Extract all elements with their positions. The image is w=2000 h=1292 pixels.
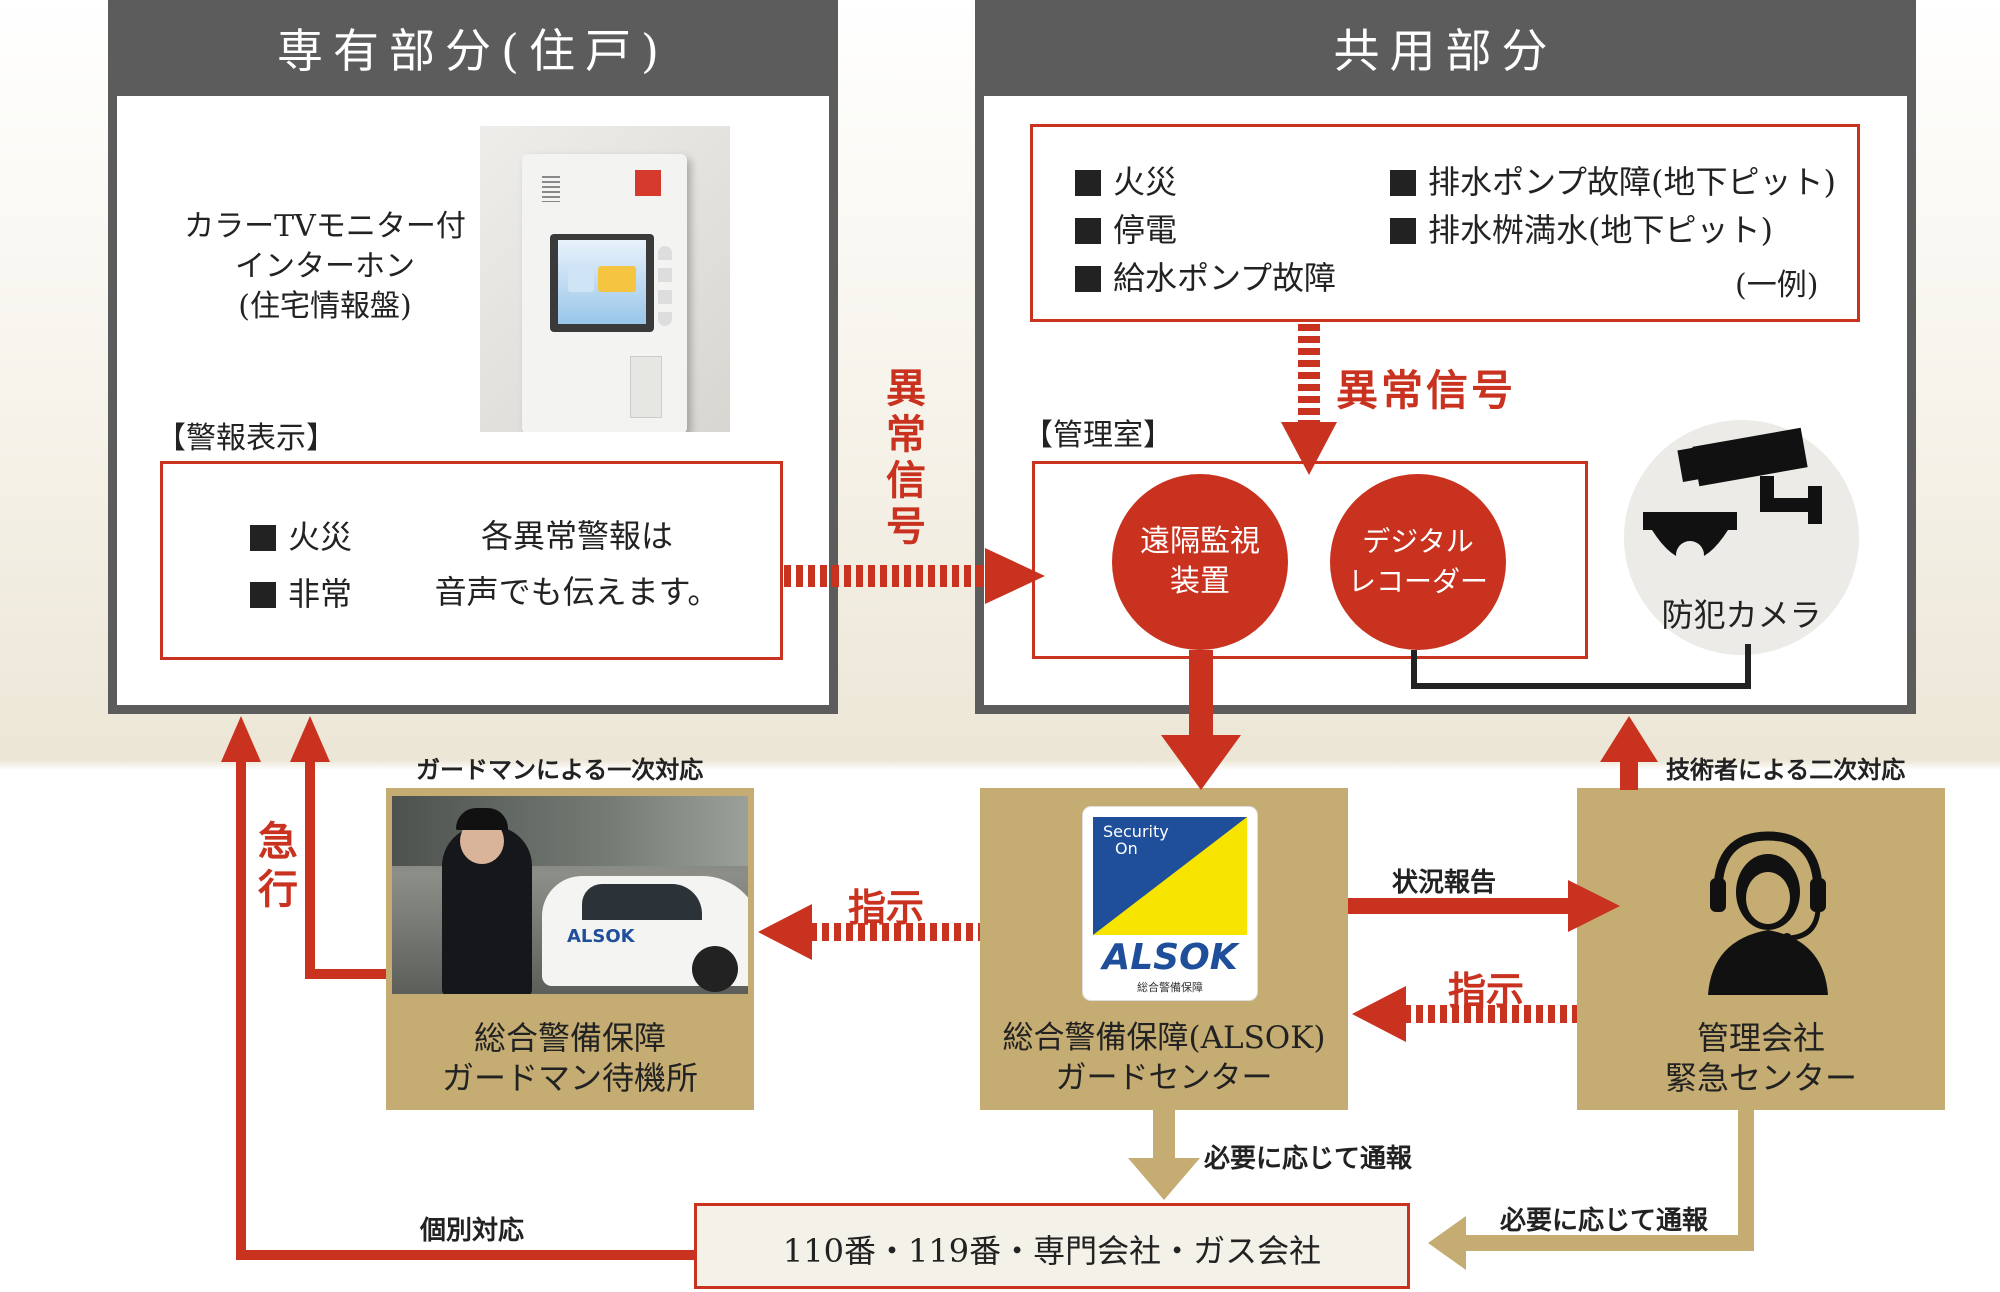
notify-label-mgmt: 必要に応じて通報	[1500, 1206, 1709, 1236]
alarm-display-box	[160, 461, 783, 660]
arrow-mgmt-to-common	[1600, 716, 1658, 790]
digital-recorder: デジタルレコーダー	[1330, 474, 1506, 650]
sticker-security-text: Security	[1103, 822, 1169, 841]
guard-center-name: 総合警備保障(ALSOK)ガードセンター	[1002, 1020, 1326, 1096]
abnormal-signal-vertical-label: 異常 信号	[886, 365, 926, 550]
arrow-mgmt-to-services	[1428, 1110, 1754, 1270]
express-vertical-label: 急行	[258, 818, 298, 913]
security-on-sticker: Security On ALSOK 総合警備保障	[1083, 807, 1257, 1000]
sticker-sub-text: 総合警備保障	[1137, 981, 1203, 994]
common-abnormal-list-box	[1030, 124, 1860, 322]
abnormal-signal-label: 異常信号	[1336, 366, 1517, 415]
alarm-voice-note: 各異常警報は 音声でも伝えます。	[434, 517, 720, 611]
status-report-label: 状況報告	[1392, 868, 1497, 898]
alarm-item-emergency: 非常	[250, 569, 352, 615]
guard-station-name: 総合警備保障ガードマン待機所	[441, 1019, 698, 1097]
control-room-title: 【管理室】	[1023, 418, 1173, 453]
emergency-services-box	[694, 1203, 1410, 1289]
engineer-second-response-label: 技術者による二次対応	[1666, 755, 1906, 784]
common-section-header: 共用部分	[975, 0, 1916, 96]
sticker-on-text: On	[1115, 839, 1138, 858]
common-item-drain-basin: 排水桝満水(地下ピット)	[1390, 205, 1773, 251]
car-logo: ALSOK	[567, 926, 635, 947]
individual-response-label: 個別対応	[420, 1216, 525, 1246]
arrow-guard-station-to-private	[290, 716, 386, 979]
instruction-label-left: 指示	[848, 885, 925, 930]
common-item-blackout: 停電	[1075, 205, 1177, 251]
intercom-label: カラーTVモニター付 インターホン (住宅情報盤)	[184, 209, 466, 324]
remote-monitor-device: 遠隔監視装置	[1112, 474, 1288, 650]
common-item-water-pump: 給水ポンプ故障	[1075, 253, 1336, 299]
intercom-photo	[480, 126, 730, 432]
notify-label-center: 必要に応じて通報	[1204, 1144, 1413, 1174]
emergency-services-label: 110番・119番・専門会社・ガス会社	[782, 1232, 1322, 1270]
common-example-note: (一例)	[1735, 268, 1819, 303]
private-section-header: 専有部分(住戸)	[108, 0, 838, 96]
guard-photo: ALSOK	[392, 796, 748, 994]
guard-first-response-label: ガードマンによる一次対応	[416, 755, 704, 784]
common-item-fire: 火災	[1075, 157, 1177, 203]
alarm-display-title: 【警報表示】	[156, 421, 336, 456]
sticker-alsok-logo: ALSOK	[1102, 937, 1238, 978]
instruction-label-right: 指示	[1448, 968, 1525, 1013]
common-item-drain-pump: 排水ポンプ故障(地下ピット)	[1390, 157, 1836, 203]
arrow-guard-center-to-services	[1128, 1110, 1200, 1200]
alarm-item-fire: 火災	[250, 512, 352, 558]
security-camera-label: 防犯カメラ	[1661, 596, 1822, 634]
mgmt-center-name: 管理会社緊急センター	[1664, 1019, 1857, 1097]
